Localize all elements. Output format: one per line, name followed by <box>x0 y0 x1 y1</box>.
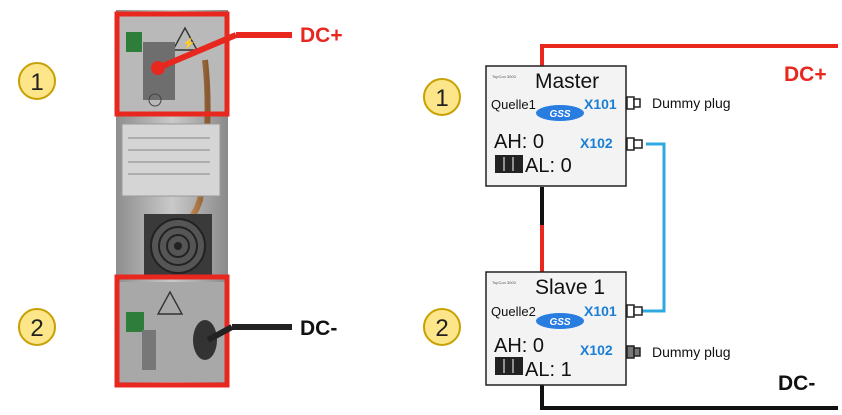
slave-switch-icon <box>495 357 523 375</box>
slave-source: Quelle2 <box>491 304 536 319</box>
badge-1-right-label: 1 <box>435 85 448 112</box>
badge-1-left <box>18 62 56 100</box>
badge-2-left <box>18 308 56 346</box>
master-gss-logo <box>536 105 584 121</box>
link-cable <box>640 142 666 313</box>
dc-minus-label-right: DC- <box>778 372 815 395</box>
nameplate <box>121 123 221 197</box>
badge-2-right <box>423 308 461 346</box>
master-gss-text: GSS <box>549 109 570 120</box>
terminal-block <box>126 32 142 52</box>
master-small-text: TopCon 3000 <box>492 74 517 79</box>
dc-plus-label-right: DC+ <box>784 63 827 86</box>
dc-minus-label-left: DC- <box>300 317 337 340</box>
warning-triangle-icon-bottom <box>156 290 184 315</box>
slave-dummy-plug-icon <box>626 345 641 359</box>
master-ah: AH: 0 <box>494 131 544 153</box>
warning-triangle-icon <box>171 26 199 51</box>
master-switch-icon <box>495 155 523 173</box>
dc-minus-bus <box>540 385 838 410</box>
dc-plus-label-left: DC+ <box>300 24 343 47</box>
badge-1-right <box>423 78 461 116</box>
slave-gss-logo <box>536 313 584 329</box>
badge-1-left-label: 1 <box>30 69 43 96</box>
dc-minus-cable <box>206 324 234 343</box>
dc-plus-bus <box>540 44 838 66</box>
slave-al: AL: 1 <box>525 359 572 381</box>
badge-2-left-label: 2 <box>30 315 43 342</box>
dummy-plug-label-bottom: Dummy plug <box>652 344 731 360</box>
dummy-plug-label-top: Dummy plug <box>652 95 731 111</box>
slave-title: Slave 1 <box>535 276 605 299</box>
slave-port-x102: X102 <box>580 342 613 358</box>
master-port-x101: X101 <box>584 96 617 112</box>
master-title: Master <box>535 70 599 93</box>
device-photo: ⚡ <box>116 10 228 386</box>
highlight-frame-top <box>114 11 230 117</box>
master-al: AL: 0 <box>525 155 572 177</box>
slave-small-text: TopCon 3000 <box>492 280 517 285</box>
slave-gss-text: GSS <box>549 317 570 328</box>
master-port-x102: X102 <box>580 135 613 151</box>
slave-link-plug-icon <box>626 304 643 318</box>
dc-plus-cable <box>156 32 238 71</box>
terminal-block-bottom <box>126 312 144 332</box>
master-link-plug-icon <box>626 137 643 151</box>
master-dummy-plug-icon <box>626 96 641 110</box>
svg-text:⚡: ⚡ <box>182 37 196 50</box>
badge-2-right-label: 2 <box>435 315 448 342</box>
slave-port-x101: X101 <box>584 303 617 319</box>
dc-minus-connector <box>193 320 217 360</box>
ground-symbol <box>148 93 162 107</box>
master-source: Quelle1 <box>491 97 536 112</box>
slave-ah: AH: 0 <box>494 335 544 357</box>
